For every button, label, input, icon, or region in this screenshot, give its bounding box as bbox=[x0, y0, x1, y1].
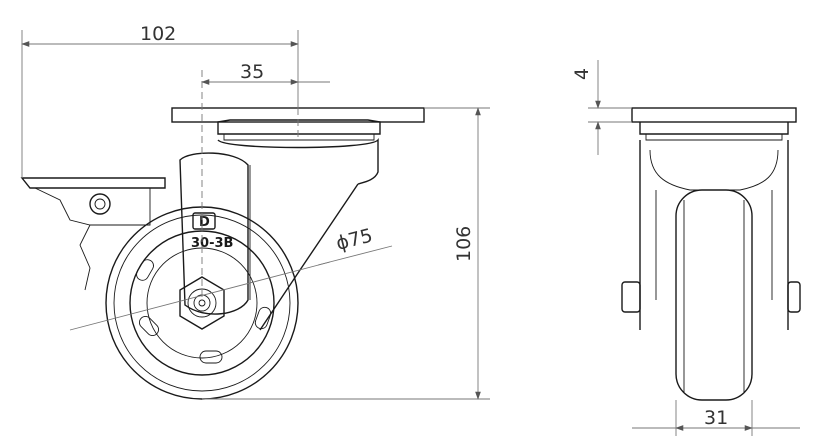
dim-overall-height: 106 bbox=[453, 226, 475, 262]
dim-offset: 35 bbox=[240, 61, 264, 83]
bearing-ring bbox=[217, 119, 381, 135]
dim-wheel-width: 31 bbox=[704, 407, 728, 429]
model-label: 30-3B bbox=[191, 236, 233, 251]
fork-leg bbox=[259, 183, 359, 331]
front-top-plate bbox=[631, 107, 797, 123]
front-view bbox=[621, 107, 801, 401]
front-fork bbox=[639, 140, 789, 330]
logo-mark: D bbox=[192, 212, 216, 230]
dimension-labels: 102 35 ϕ75 106 4 31 bbox=[140, 23, 728, 429]
fork-body bbox=[179, 152, 249, 315]
logo-letter: D bbox=[199, 215, 210, 230]
wheel-hub bbox=[129, 230, 275, 376]
dim-overall-width: 102 bbox=[140, 23, 176, 45]
axle-left bbox=[621, 281, 641, 313]
swivel-head bbox=[217, 138, 379, 185]
front-wheel bbox=[675, 189, 753, 401]
brake-pivot bbox=[89, 193, 111, 215]
hub-slots bbox=[136, 259, 272, 364]
dim-wheel-diameter: ϕ75 bbox=[334, 225, 375, 255]
dim-plate-thickness: 4 bbox=[571, 68, 593, 80]
dimension-lines bbox=[21, 30, 800, 436]
brake-pedal bbox=[20, 177, 166, 189]
axle-right bbox=[787, 281, 801, 313]
